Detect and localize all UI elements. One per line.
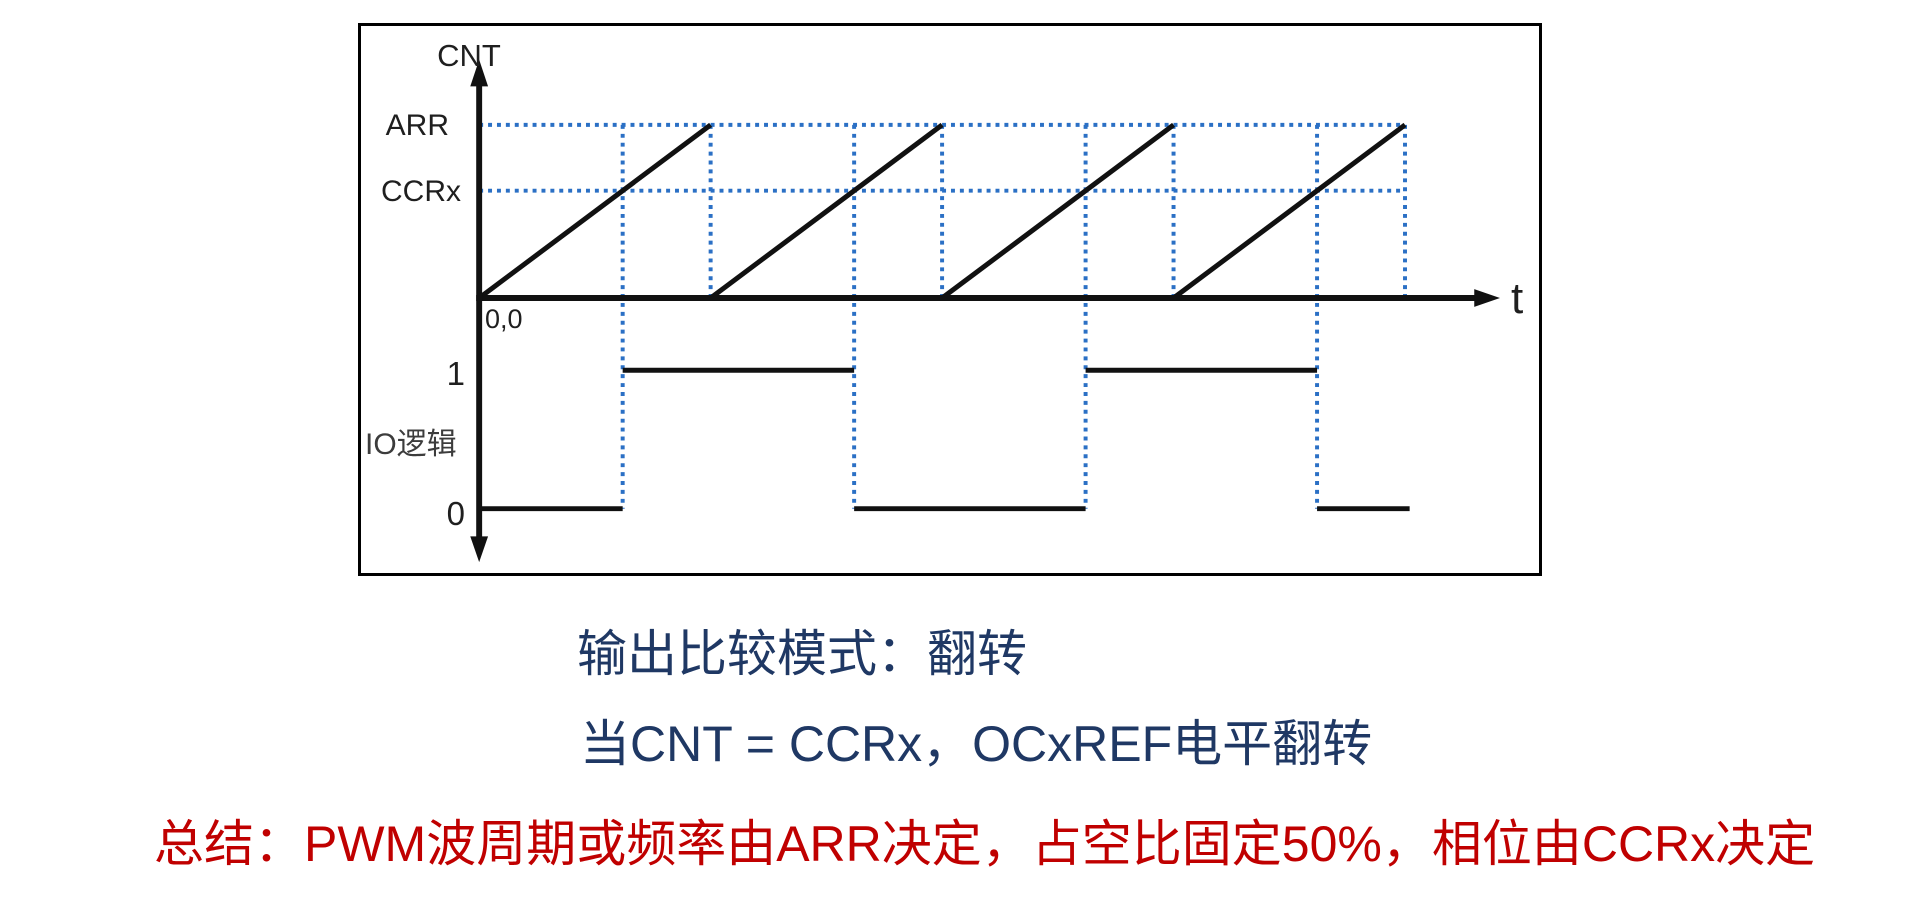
io-low-label: 0 xyxy=(446,495,465,532)
caption-compare-mode: 输出比较模式：翻转 xyxy=(577,626,1027,682)
caption-summary: 总结：PWM波周期或频率由ARR决定，占空比固定50%，相位由CCRx决定 xyxy=(154,816,1816,872)
io-axis-label: IO逻辑 xyxy=(365,428,457,461)
ccrx-level-label: CCRx xyxy=(381,175,461,208)
origin-label: 0,0 xyxy=(485,304,523,334)
caption-condition: 当CNT = CCRx，OCxREF电平翻转 xyxy=(580,716,1373,772)
waveform-canvas xyxy=(470,59,1500,563)
y-axis-label: CNT xyxy=(437,38,501,73)
arr-level-label: ARR xyxy=(385,109,449,142)
io-high-label: 1 xyxy=(446,355,465,392)
timing-diagram: CNT ARR CCRx 0,0 1 IO逻辑 0 t xyxy=(358,23,1542,576)
x-axis-label: t xyxy=(1511,274,1524,323)
